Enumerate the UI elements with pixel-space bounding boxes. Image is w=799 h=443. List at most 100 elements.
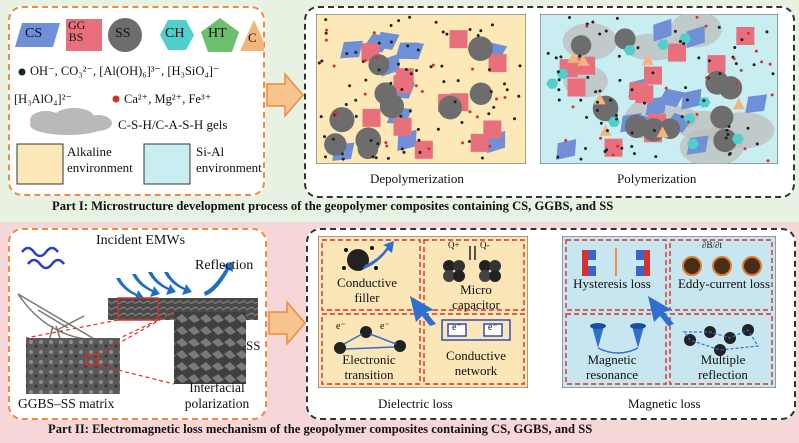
ion-dot xyxy=(505,88,509,92)
gels-label: C-S-H/C-A-S-H gels xyxy=(118,117,228,132)
eddy-formula: ∂B/∂t xyxy=(702,240,722,250)
ion-dot xyxy=(604,29,608,33)
cation-dot xyxy=(760,60,764,64)
electronic-transition-label: Electronic transition xyxy=(342,352,396,382)
cation-dot xyxy=(766,159,770,163)
cation-dot xyxy=(585,24,589,28)
ion-dot xyxy=(460,120,464,124)
ion-dot xyxy=(559,55,563,59)
ion-dot xyxy=(598,89,602,93)
cation-dot xyxy=(363,59,367,63)
ion-dot xyxy=(726,133,730,137)
dielectric-loss-label: Dielectric loss xyxy=(378,396,453,411)
ion-dot xyxy=(630,88,634,92)
ion-dot xyxy=(409,72,413,76)
sem-ss-image xyxy=(174,312,246,384)
alkaline-label: Alkaline environment xyxy=(67,144,133,175)
ggbs-particle xyxy=(604,138,623,157)
ion-dot xyxy=(377,41,381,45)
ion-dot xyxy=(389,81,393,85)
cation-dot xyxy=(695,112,699,116)
ss-particle xyxy=(357,138,379,160)
electron-label-4: e⁻ xyxy=(488,322,498,333)
cs-label: CS xyxy=(25,26,43,41)
red-ions-label: Ca²⁺, Mg²⁺, Fe³⁺ xyxy=(124,92,212,106)
ion-dot xyxy=(467,140,471,144)
ion-dot xyxy=(389,24,393,28)
cation-dot xyxy=(420,89,424,93)
electron-label-1: e⁻ xyxy=(336,321,346,332)
ion-dot xyxy=(323,155,327,159)
ss-particle xyxy=(324,133,347,156)
ion-dot xyxy=(513,117,517,121)
ion-dot xyxy=(630,131,634,135)
multiple-reflection-label: Multiple reflection xyxy=(698,352,748,382)
ion-dot xyxy=(682,42,686,46)
ss-particle xyxy=(705,70,730,95)
ss-label: SS xyxy=(115,26,131,41)
magnetic-arrow-icon xyxy=(648,296,674,326)
ion-dot xyxy=(364,78,368,82)
ion-dot xyxy=(440,64,444,68)
cation-dot xyxy=(334,110,338,114)
ion-dot xyxy=(617,54,621,58)
cation-dot xyxy=(704,24,708,28)
ion-dot xyxy=(717,25,721,29)
sial-swatch xyxy=(143,143,191,185)
ion-dot xyxy=(400,147,404,151)
ggbs-particle xyxy=(668,43,687,62)
micro-capacitor-icon xyxy=(443,246,501,282)
ion-dot xyxy=(584,146,588,150)
ion-dot xyxy=(733,46,737,50)
ion-dot xyxy=(402,150,406,154)
ggbs-particle xyxy=(643,66,662,85)
ion-dot xyxy=(727,124,731,128)
ion-dot xyxy=(718,72,722,76)
ion-dot xyxy=(324,18,328,22)
cation-dot xyxy=(739,68,743,72)
ss-particle xyxy=(468,36,493,61)
ss-particle xyxy=(710,105,734,129)
ion-dot xyxy=(344,102,348,106)
ion-dot xyxy=(487,112,491,116)
ss-particle xyxy=(329,107,355,133)
ion-dot xyxy=(724,136,728,140)
matrix-label: GGBS–SS matrix xyxy=(18,396,115,411)
ion-dot xyxy=(354,98,358,102)
c-particle xyxy=(599,124,612,136)
conductive-filler-icon xyxy=(342,241,394,271)
cation-dot xyxy=(743,147,747,151)
ion-dot xyxy=(557,98,561,102)
ion-dot xyxy=(594,90,598,94)
ss-particle xyxy=(624,114,649,139)
ion-dot xyxy=(651,71,655,75)
magnetic-loss-label: Magnetic loss xyxy=(628,396,701,411)
ss-image-label: SS xyxy=(246,338,261,353)
cation-dot xyxy=(488,144,492,148)
cation-dot xyxy=(372,31,376,35)
reflection-label: Reflection xyxy=(195,258,254,273)
ch-particle xyxy=(686,138,699,149)
ion-dot xyxy=(614,114,618,118)
ion-dot xyxy=(702,99,706,103)
depolymerization-panel xyxy=(316,14,526,164)
cs-particle xyxy=(745,94,768,114)
electronic-transition-icon xyxy=(334,326,406,354)
cation-dot xyxy=(571,105,575,109)
ion-dot xyxy=(684,86,688,90)
ch-particle xyxy=(731,133,744,144)
polymerization-panel xyxy=(540,14,778,164)
ion-dot xyxy=(415,69,419,73)
cation-dot xyxy=(616,144,620,148)
ht-shape-icon xyxy=(201,18,239,52)
ion-dot xyxy=(479,29,483,33)
ion-dot xyxy=(615,16,619,20)
cation-dot xyxy=(468,110,472,114)
dielectric-arrow-icon xyxy=(410,296,436,326)
ch-particle xyxy=(683,113,696,124)
cation-dot xyxy=(754,49,758,53)
ggbs-particle xyxy=(414,140,433,159)
ion-dot xyxy=(468,27,472,31)
ion-dot xyxy=(707,59,711,63)
